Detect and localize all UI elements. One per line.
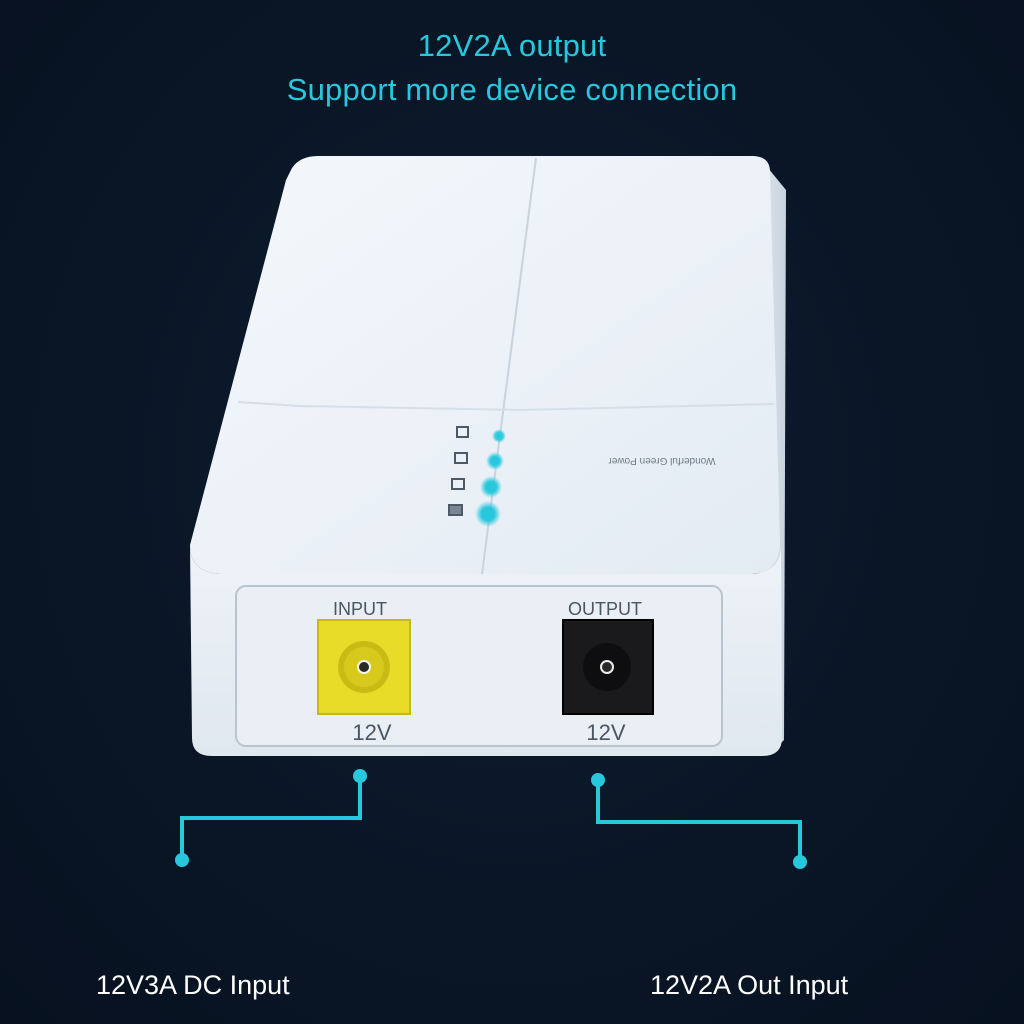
headline-line-2: Support more device connection <box>286 72 738 107</box>
callout-dots <box>175 769 807 869</box>
headline-line-1: 12V2A output <box>417 28 607 63</box>
output-port-pin <box>600 660 614 674</box>
indicator-leds <box>475 429 506 527</box>
device-seam-horizontal <box>237 401 775 412</box>
indicator-icon-4 <box>448 504 463 516</box>
caption-dc-input: 12V3A DC Input <box>96 970 290 1000</box>
indicator-icons <box>448 426 469 516</box>
output-port-housing <box>562 619 654 715</box>
output-port-label: OUTPUT <box>568 599 642 619</box>
brand-text: Wonderful Green Power <box>608 455 716 466</box>
input-port-voltage: 12V <box>352 720 391 745</box>
callout-line-input <box>180 776 362 860</box>
callout-dot-input-bottom <box>175 853 189 867</box>
callout-dot-input-top <box>353 769 367 783</box>
callout-dot-output-top <box>591 773 605 787</box>
indicator-icon-1 <box>456 426 469 438</box>
output-port-voltage: 12V <box>586 720 625 745</box>
callout-dot-output-bottom <box>793 855 807 869</box>
indicator-icon-3 <box>451 478 465 490</box>
caption-out-input: 12V2A Out Input <box>650 970 849 1000</box>
indicator-icon-2 <box>454 452 468 464</box>
input-port-pin <box>357 660 371 674</box>
callout-line-output <box>596 780 802 862</box>
device-top-face <box>190 156 781 574</box>
input-port-label: INPUT <box>333 599 387 619</box>
callout-lines <box>180 776 802 862</box>
